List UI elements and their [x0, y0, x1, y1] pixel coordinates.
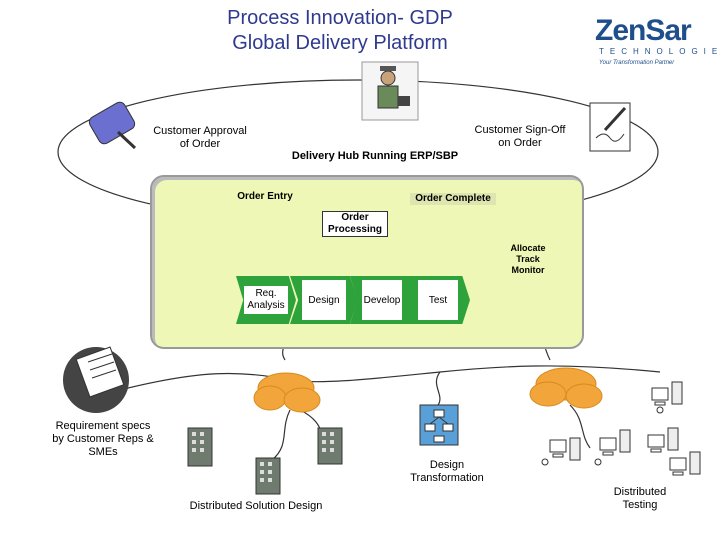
title-line-2: Global Delivery Platform [232, 32, 448, 54]
monitor-text: Monitor [511, 265, 545, 275]
building-icon-2 [255, 457, 281, 495]
connector-5 [569, 404, 591, 449]
req-analysis-text: Req. Analysis [244, 286, 288, 314]
allocate-track-monitor-label: Allocate Track Monitor [498, 243, 558, 276]
req-line-2: Analysis [247, 300, 285, 311]
distributed-testing-label: Distributed Testing [595, 486, 685, 512]
requirement-specs-label: Requirement specs by Customer Reps & SME… [40, 420, 166, 459]
cloud-right [529, 367, 603, 409]
logo-sub: TECHNOLOGIES [599, 47, 720, 56]
signoff-line-1: Customer Sign-Off [474, 124, 566, 136]
title-line-1: Process Innovation- GDP [227, 7, 453, 29]
workstation-icon-3 [594, 429, 631, 466]
stage-develop: Develop [350, 276, 414, 324]
hub-title: Delivery Hub Running ERP/SBP [270, 148, 480, 164]
workstation-icon-1 [651, 381, 683, 414]
zensar-logo: ZenSar TECHNOLOGIES Your Transformation … [595, 14, 720, 70]
building-icon-1 [187, 427, 213, 467]
flowchart-icon [419, 404, 459, 446]
logo-tag: Your Transformation Partner [599, 60, 675, 66]
connector-6 [435, 371, 441, 406]
customer-approval-label: Customer Approval of Order [130, 125, 270, 151]
order-entry-label: Order Entry [237, 191, 293, 202]
distributed-solution-design-label: Distributed Solution Design [189, 500, 323, 512]
test-text: Test [418, 280, 458, 320]
workstation-icon-5 [669, 451, 701, 476]
workstation-icon-2 [541, 437, 581, 466]
signoff-line-2: on Order [498, 137, 542, 149]
stage-req-analysis: Req. Analysis [236, 276, 296, 324]
develop-text: Develop [362, 280, 402, 320]
signature-pen-icon [589, 102, 631, 152]
processing-line-2: Processing [328, 224, 382, 235]
approval-line-1: Customer Approval [153, 125, 247, 137]
order-processing-label: Order Processing [322, 211, 388, 237]
pushpin-icon [88, 101, 137, 150]
businessman-icon [361, 61, 419, 121]
network-line [119, 365, 661, 391]
stage-test: Test [406, 276, 470, 324]
req-line-1: Req. [255, 288, 277, 299]
cloud-left [253, 372, 321, 413]
workstation-icon-4 [647, 427, 679, 453]
customer-signoff-label: Customer Sign-Off on Order [455, 124, 585, 150]
connector-2 [271, 409, 291, 461]
design-text: Design [302, 280, 346, 320]
design-transform-line-2: Transformation [410, 472, 484, 484]
dist-testing-line-2: Testing [622, 499, 658, 511]
req-specs-line-2: by Customer Reps & [52, 433, 154, 445]
page-title: Process Innovation- GDP Global Delivery … [150, 6, 530, 56]
dist-testing-line-1: Distributed [613, 486, 667, 498]
clipboard-icon [63, 346, 129, 413]
order-complete-label: Order Complete [410, 193, 496, 205]
logo-word: ZenSar [595, 14, 692, 47]
processing-line-1: Order [341, 212, 369, 223]
building-icon-3 [317, 427, 343, 465]
design-transformation-label: Design Transformation [395, 459, 499, 485]
stage-design: Design [290, 276, 358, 324]
track-text: Track [516, 254, 540, 264]
req-specs-line-1: Requirement specs [55, 420, 151, 432]
approval-line-2: of Order [179, 138, 221, 150]
design-transform-line-1: Design [429, 459, 465, 471]
req-specs-line-3: SMEs [88, 446, 118, 458]
allocate-text: Allocate [510, 243, 546, 253]
